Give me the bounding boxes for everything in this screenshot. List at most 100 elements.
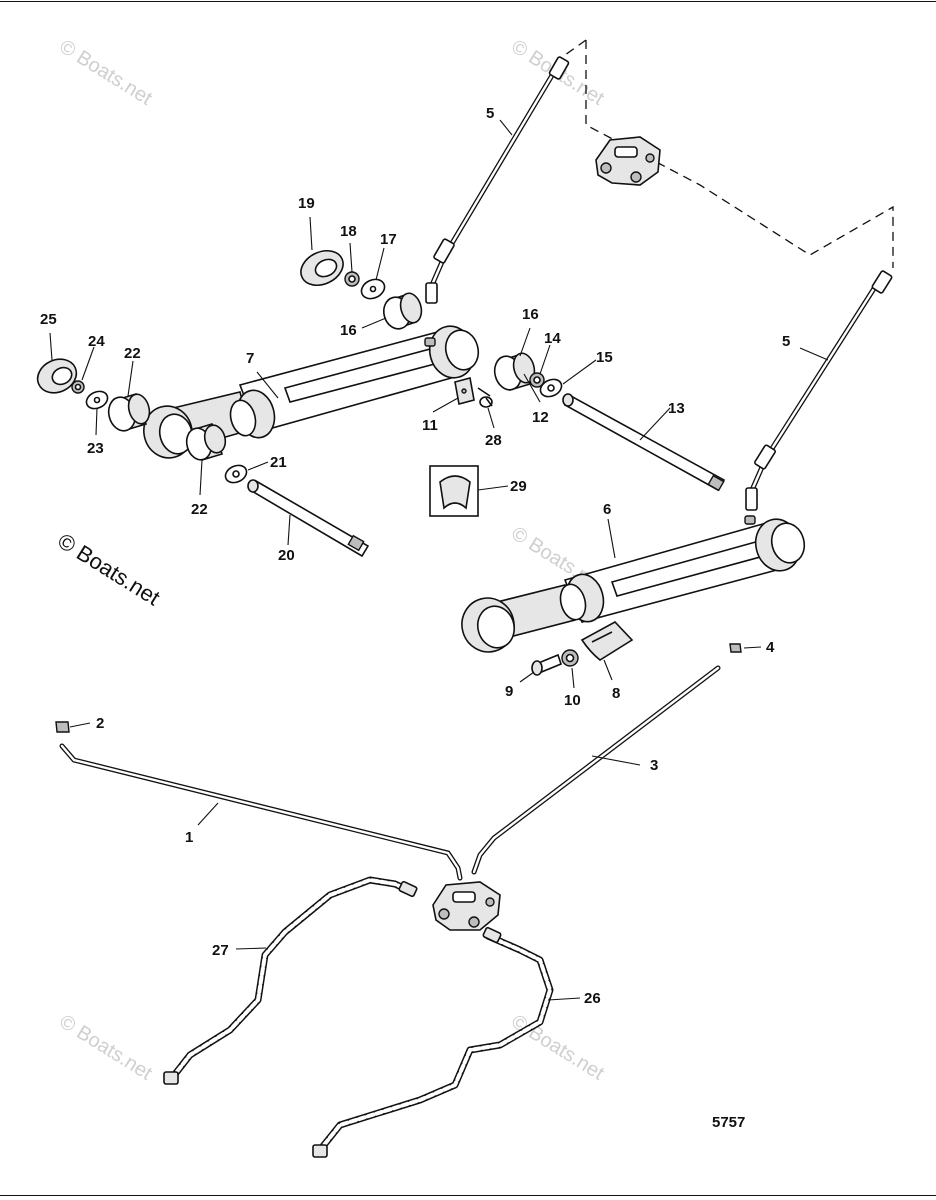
callout-15: 15 [596, 349, 613, 366]
part-28 [479, 396, 493, 408]
leader-23 [95, 407, 98, 436]
callout-10: 10 [564, 692, 581, 709]
part-8 [580, 621, 634, 661]
callout-7: 7 [246, 350, 254, 367]
leader-14 [539, 344, 551, 375]
leader-28 [487, 407, 495, 429]
part-2 [55, 721, 70, 733]
part-18 [344, 271, 360, 287]
part-14 [529, 372, 545, 388]
callout-16-upper: 16 [340, 322, 357, 339]
leader-11 [432, 397, 459, 413]
callout-23: 23 [87, 440, 104, 457]
leader-27 [235, 947, 267, 950]
callout-5-upper: 5 [486, 105, 494, 122]
callout-21: 21 [270, 454, 287, 471]
bottom-border [0, 1195, 936, 1196]
part-13 [562, 393, 726, 492]
callout-3: 3 [650, 757, 658, 774]
cylinder-6 [461, 515, 806, 653]
callout-14: 14 [544, 330, 561, 347]
leader-29 [477, 485, 509, 491]
callout-27: 27 [212, 942, 229, 959]
leader-13 [639, 407, 671, 441]
callout-26: 26 [584, 990, 601, 1007]
part-22-lower [185, 423, 227, 461]
dashed-outline [564, 39, 587, 56]
leader-22-upper [127, 360, 134, 397]
callout-5-right: 5 [782, 333, 790, 350]
leader-17 [375, 247, 385, 281]
top-border [0, 1, 936, 2]
leader-16-upper [361, 317, 387, 329]
callout-16-right: 16 [522, 306, 539, 323]
callout-19: 19 [298, 195, 315, 212]
callout-8: 8 [612, 685, 620, 702]
callout-6: 6 [603, 501, 611, 518]
callout-17: 17 [380, 231, 397, 248]
callout-11: 11 [422, 417, 438, 434]
watermark: © Boats.net [55, 36, 156, 110]
part-9 [531, 653, 562, 676]
part-19 [300, 249, 344, 287]
leader-15 [562, 359, 597, 385]
leader-5-upper [499, 119, 513, 136]
leader-26 [547, 997, 581, 1001]
part-12 [477, 387, 491, 397]
part-22-upper [107, 393, 151, 432]
leader-21 [247, 461, 269, 471]
leader-22-lower [199, 459, 203, 496]
leader-25 [49, 332, 53, 361]
part-21 [224, 464, 248, 484]
leader-19 [309, 216, 313, 251]
tube-1 [59, 743, 463, 881]
leader-2 [69, 722, 91, 728]
lower-valve-block [432, 881, 501, 931]
watermark: © Boats.net [55, 1011, 156, 1085]
leader-18 [349, 242, 353, 273]
hose-27 [163, 876, 418, 1085]
callout-22-upper: 22 [124, 345, 141, 362]
part-25 [36, 358, 78, 394]
part-24 [71, 380, 85, 394]
watermark-dark: © Boats.net [53, 528, 164, 610]
part-10 [561, 649, 579, 667]
callout-4: 4 [766, 639, 775, 656]
callout-12: 12 [532, 409, 549, 426]
callout-2: 2 [96, 715, 104, 732]
leader-6 [607, 518, 616, 559]
part-15 [539, 378, 563, 398]
leader-7 [256, 371, 279, 399]
leader-3 [591, 755, 641, 766]
callout-24: 24 [88, 333, 105, 350]
callout-18: 18 [340, 223, 357, 240]
leader-16-right [519, 327, 531, 357]
callout-9: 9 [505, 683, 513, 700]
part-11 [454, 377, 475, 405]
part-16-upper [382, 292, 423, 330]
callout-29: 29 [510, 478, 527, 495]
cylinder-7 [143, 325, 480, 459]
part-29 [429, 465, 479, 517]
part-16-right [493, 352, 536, 392]
leader-10 [571, 667, 575, 689]
hose-5-upper [425, 56, 570, 304]
upper-valve-block [595, 136, 661, 186]
dashed-outline [585, 40, 894, 268]
callout-25: 25 [40, 311, 57, 328]
tube-3 [471, 665, 721, 875]
callout-22-lower: 22 [191, 501, 208, 518]
hose-5-right [745, 270, 893, 511]
leader-9 [519, 671, 535, 683]
leader-20 [287, 514, 291, 546]
part-4 [729, 643, 742, 653]
callout-28: 28 [485, 432, 502, 449]
part-23 [85, 390, 109, 410]
hose-26 [312, 926, 554, 1158]
leader-4 [743, 646, 762, 649]
leader-24 [81, 346, 95, 381]
callout-1: 1 [185, 829, 193, 846]
leader-1 [197, 802, 219, 826]
